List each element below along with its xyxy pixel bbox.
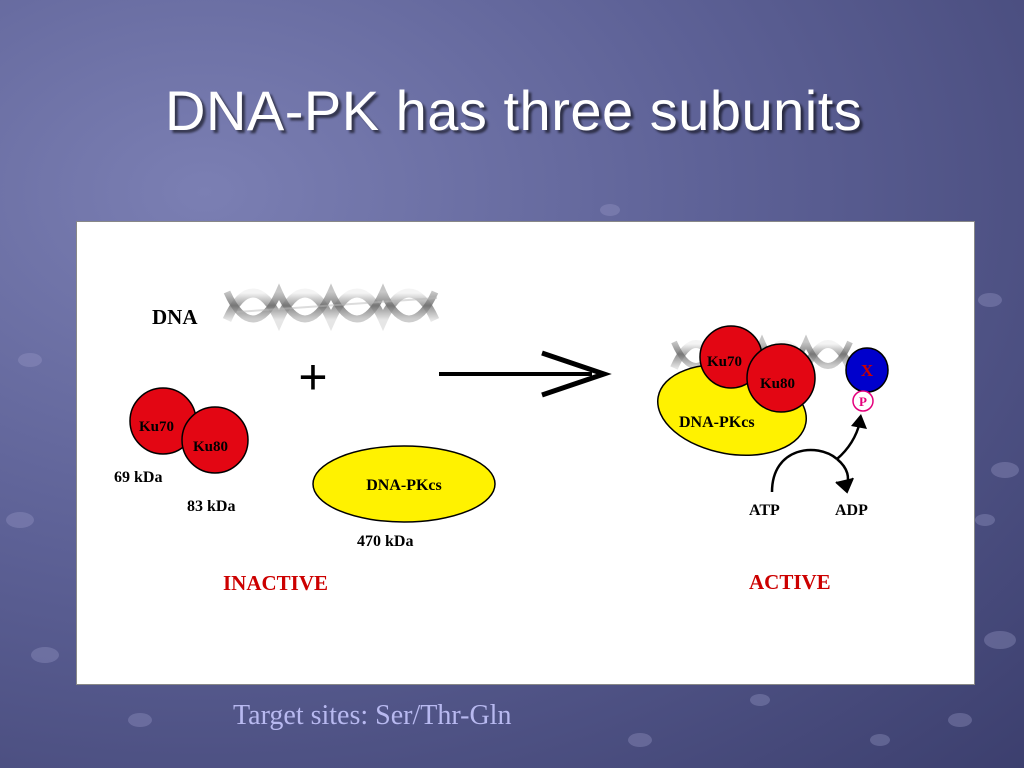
- active-ku70-subunit: Ku70: [699, 325, 763, 389]
- dna-helix-icon: [222, 283, 440, 332]
- phosphate-label: P: [859, 394, 867, 409]
- active-state-label: ACTIVE: [749, 570, 831, 594]
- substrate-x: X: [845, 347, 889, 393]
- active-ku70-label: Ku70: [707, 354, 742, 370]
- ku70-label: Ku70: [139, 419, 174, 435]
- dnapkcs-mass: 470 kDa: [357, 533, 413, 550]
- diagram-panel: DNA + Ku70 Ku80 69 kDa 83 kDa DNA-PKcs 4…: [76, 221, 975, 685]
- active-dnapkcs-label: DNA-PKcs: [679, 414, 755, 431]
- adp-label: ADP: [835, 502, 868, 519]
- ku70-subunit: Ku70: [129, 387, 197, 455]
- ku80-mass: 83 kDa: [187, 498, 235, 515]
- reaction-arrow: [439, 350, 612, 398]
- dnapkcs-label: DNA-PKcs: [366, 477, 442, 494]
- ku80-label: Ku80: [193, 439, 228, 455]
- dna-label: DNA: [152, 305, 198, 329]
- target-sites-note: Target sites: Ser/Thr-Gln: [233, 700, 512, 731]
- phosphate-marker: P: [852, 390, 874, 412]
- active-ku80-label: Ku80: [760, 376, 795, 392]
- active-ku80-subunit: Ku80: [746, 343, 816, 413]
- inactive-state-label: INACTIVE: [223, 571, 328, 595]
- plus-sign: +: [298, 349, 327, 405]
- dnapk-diagram: DNA + Ku70 Ku80 69 kDa 83 kDa DNA-PKcs 4…: [114, 283, 889, 595]
- slide-title: DNA-PK has three subunits: [165, 79, 863, 142]
- substrate-label: X: [861, 361, 874, 380]
- phosphorylation-arrows: [770, 414, 867, 494]
- dnapkcs-subunit: DNA-PKcs: [312, 445, 496, 523]
- ku70-mass: 69 kDa: [114, 469, 162, 486]
- atp-label: ATP: [749, 502, 780, 519]
- ku80-subunit: Ku80: [181, 406, 249, 474]
